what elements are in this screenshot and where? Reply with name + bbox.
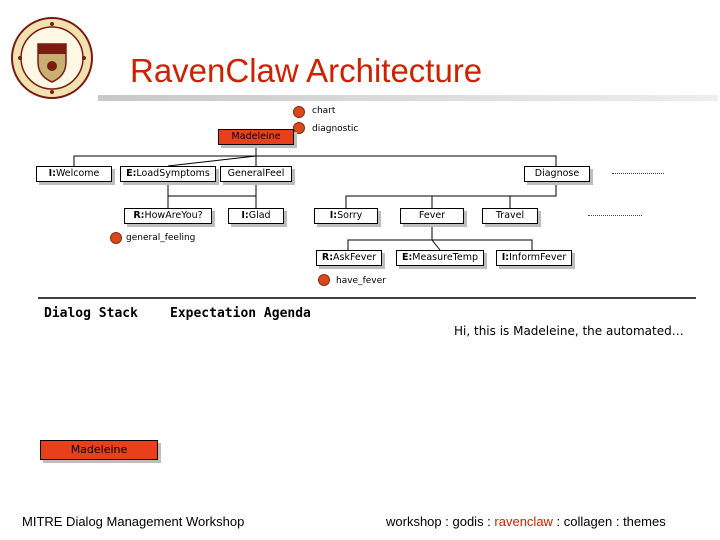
dialog-stack-heading: Dialog Stack — [44, 306, 138, 321]
tree-node-diagnose[interactable]: Diagnose — [524, 166, 590, 182]
tree-node-sorry[interactable]: I:Sorry — [314, 208, 378, 224]
concept-dot-have-fever — [318, 274, 330, 286]
agent-legend-label: chart — [312, 106, 336, 116]
dotted-continuation-line — [612, 173, 664, 174]
tree-node-inform-fever[interactable]: I:InformFever — [496, 250, 572, 266]
slide-title: RavenClaw Architecture — [130, 52, 483, 89]
footer-nav: workshop : godis : ravenclaw : collagen … — [386, 514, 666, 529]
footer-workshop-title: MITRE Dialog Management Workshop — [22, 514, 245, 529]
agency-legend-label: diagnostic — [312, 124, 359, 134]
concept-label-have-fever: have_fever — [336, 276, 386, 286]
tree-node-glad[interactable]: I:Glad — [228, 208, 284, 224]
dotted-continuation-line — [588, 215, 642, 216]
dialog-stack-item-madeleine[interactable]: Madeleine — [40, 440, 158, 460]
concept-dot-general-feeling — [110, 232, 122, 244]
tree-node-welcome[interactable]: I:Welcome — [36, 166, 112, 182]
tree-node-measure-temp[interactable]: E:MeasureTemp — [396, 250, 484, 266]
title-underline-bar — [98, 95, 718, 101]
agency-legend-dot — [293, 122, 305, 134]
tree-node-load-symptoms[interactable]: E:LoadSymptoms — [120, 166, 216, 182]
tree-node-fever[interactable]: Fever — [400, 208, 464, 224]
agent-legend-dot — [293, 106, 305, 118]
carnegie-mellon-seal-icon — [11, 17, 93, 99]
footer-link-workshop[interactable]: workshop — [386, 514, 442, 529]
concept-label-general-feeling: general_feeling — [126, 233, 196, 243]
system-prompt-text: Hi, this is Madeleine, the automated… — [454, 324, 684, 338]
expectation-agenda-heading: Expectation Agenda — [170, 306, 311, 321]
footer-link-themes[interactable]: themes — [623, 514, 666, 529]
tree-node-general-feel[interactable]: GeneralFeel — [220, 166, 292, 182]
tree-node-travel[interactable]: Travel — [482, 208, 538, 224]
tree-node-ask-fever[interactable]: R:AskFever — [316, 250, 382, 266]
tree-node-how-are-you[interactable]: R:HowAreYou? — [124, 208, 212, 224]
footer-link-collagen[interactable]: collagen — [563, 514, 613, 529]
tree-node-root[interactable]: Madeleine — [218, 129, 294, 145]
footer-link-godis[interactable]: godis — [452, 514, 484, 529]
footer-link-ravenclaw[interactable]: ravenclaw — [494, 514, 553, 529]
